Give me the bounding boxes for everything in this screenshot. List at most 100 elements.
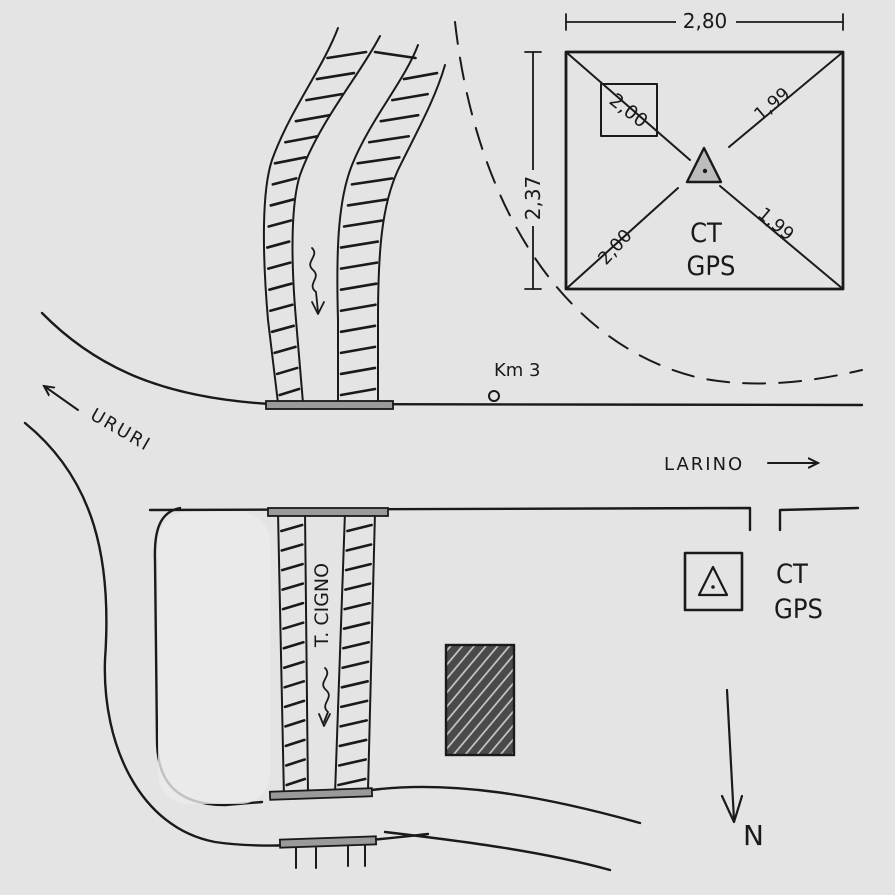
arrow-down-icon [725,688,736,822]
station-detail: 2,00 1,99 1,99 2,00 CT GPS 2,80 2,37 [454,8,863,385]
road-bottom-edge [383,830,612,872]
bank-hatch-stroke [339,261,379,270]
bank-hatch-stroke [294,113,331,123]
north-label: N [743,819,764,852]
stream-upper-bank-4 [377,64,446,404]
stream-lower-bank-1 [277,511,285,799]
bank-hatch-stroke [341,660,370,670]
bank-hatch-stroke [391,92,429,102]
bridge-bottom [278,835,378,849]
road-network [23,311,864,872]
bank-hatching-upper [265,50,439,397]
bank-hatch-stroke [305,92,344,102]
west-destination: URURI [87,404,155,456]
bank-hatch-stroke [280,562,304,572]
bank-hatch-stroke [402,71,439,81]
bank-hatch-stroke [284,134,319,144]
bridge-south [268,787,374,801]
bank-hatch-stroke [270,324,296,334]
bank-hatch-stroke [267,219,293,228]
dimension-diag-ne: 1,99 [750,83,794,125]
km-marker-icon [488,390,500,402]
bank-hatch-stroke [265,240,291,249]
bank-hatch-stroke [356,156,401,165]
height-dimension: 2,37 [521,176,545,221]
stream-upper-bank-3 [336,44,419,404]
bank-hatch-stroke [282,621,305,630]
bank-hatch-stroke [367,134,411,144]
station-plinth [564,50,845,291]
triangle-dot-icon [697,565,729,597]
width-dimension: 2,80 [683,9,728,33]
diagonal-ne [728,51,844,148]
bank-hatch-stroke [284,738,306,748]
bank-hatch-stroke [339,303,377,313]
bank-hatch-stroke [269,303,294,313]
triangle-dot-icon [702,168,708,174]
detail-callout-curve [454,21,863,385]
stream-lower-bank-3 [334,511,346,795]
bank-hatch-stroke [278,387,301,397]
dimension-diag-se: 1,99 [754,203,798,245]
bank-hatch-stroke [283,699,306,709]
station-marker-detail [685,146,723,184]
km-marker-label: Km 3 [494,360,541,381]
diagonal-se [719,185,844,290]
bank-hatch-stroke [379,113,420,123]
bank-hatch-stroke [346,198,389,207]
flow-arrow-upper [309,247,319,313]
stream-upper-bank-2 [291,35,381,404]
bank-hatch-stroke [337,758,367,767]
side-road-east-edge [778,506,860,532]
bank-hatch-stroke [273,156,307,165]
bridge-north [265,400,394,410]
bank-hatch-stroke [283,680,306,689]
flow-arrow-lower [322,667,330,723]
stream-lower-bank-2 [304,511,309,797]
bank-hatch-stroke [345,543,373,552]
bank-hatch-stroke [339,324,377,334]
bank-hatch-stroke [280,543,304,552]
bank-hatch-stroke [339,699,369,709]
bank-hatch-stroke [284,719,306,728]
flow-arrowhead-lower [318,713,331,727]
north-arrow: N [720,688,764,852]
road-north-edge [40,311,864,407]
bank-hatch-stroke [285,777,307,787]
bank-hatch-stroke [269,198,295,207]
bank-hatch-stroke [281,601,305,611]
bank-hatch-stroke [339,240,380,249]
bank-hatch-stroke [344,562,372,572]
bank-hatch-stroke [340,680,369,689]
bank-hatch-stroke [280,523,304,533]
bank-hatch-stroke [266,261,292,270]
road-lower-edge [370,785,642,825]
map-label-gps: GPS [774,594,823,625]
bank-hatch-stroke [284,758,306,767]
east-destination: LARINO [664,454,744,475]
bank-hatch-stroke [337,777,367,787]
pillar-box [600,83,658,137]
bank-hatch-stroke [282,660,305,670]
bank-hatch-stroke [273,345,297,355]
bank-hatch-stroke [342,219,384,228]
station-marker-map [683,551,744,612]
bank-hatch-stroke [346,523,373,533]
bank-hatch-stroke [342,621,371,630]
bank-hatch-stroke [326,50,368,60]
stream-lower-bank-4 [367,511,376,791]
bank-hatch-stroke [282,640,305,650]
bank-hatch-stroke [343,601,371,611]
bank-hatch-stroke [339,282,378,291]
bank-hatch-stroke [338,738,368,748]
bank-hatch-stroke [339,366,377,376]
flow-arrowhead-upper [311,301,325,315]
bank-hatch-stroke [341,640,370,650]
bank-hatch-stroke [344,582,372,591]
stream-name: T. CIGNO [311,563,333,648]
bridge-middle [267,507,389,517]
station-box [683,551,744,612]
hatched-building [444,643,516,757]
detail-label-gps: GPS [687,251,736,282]
